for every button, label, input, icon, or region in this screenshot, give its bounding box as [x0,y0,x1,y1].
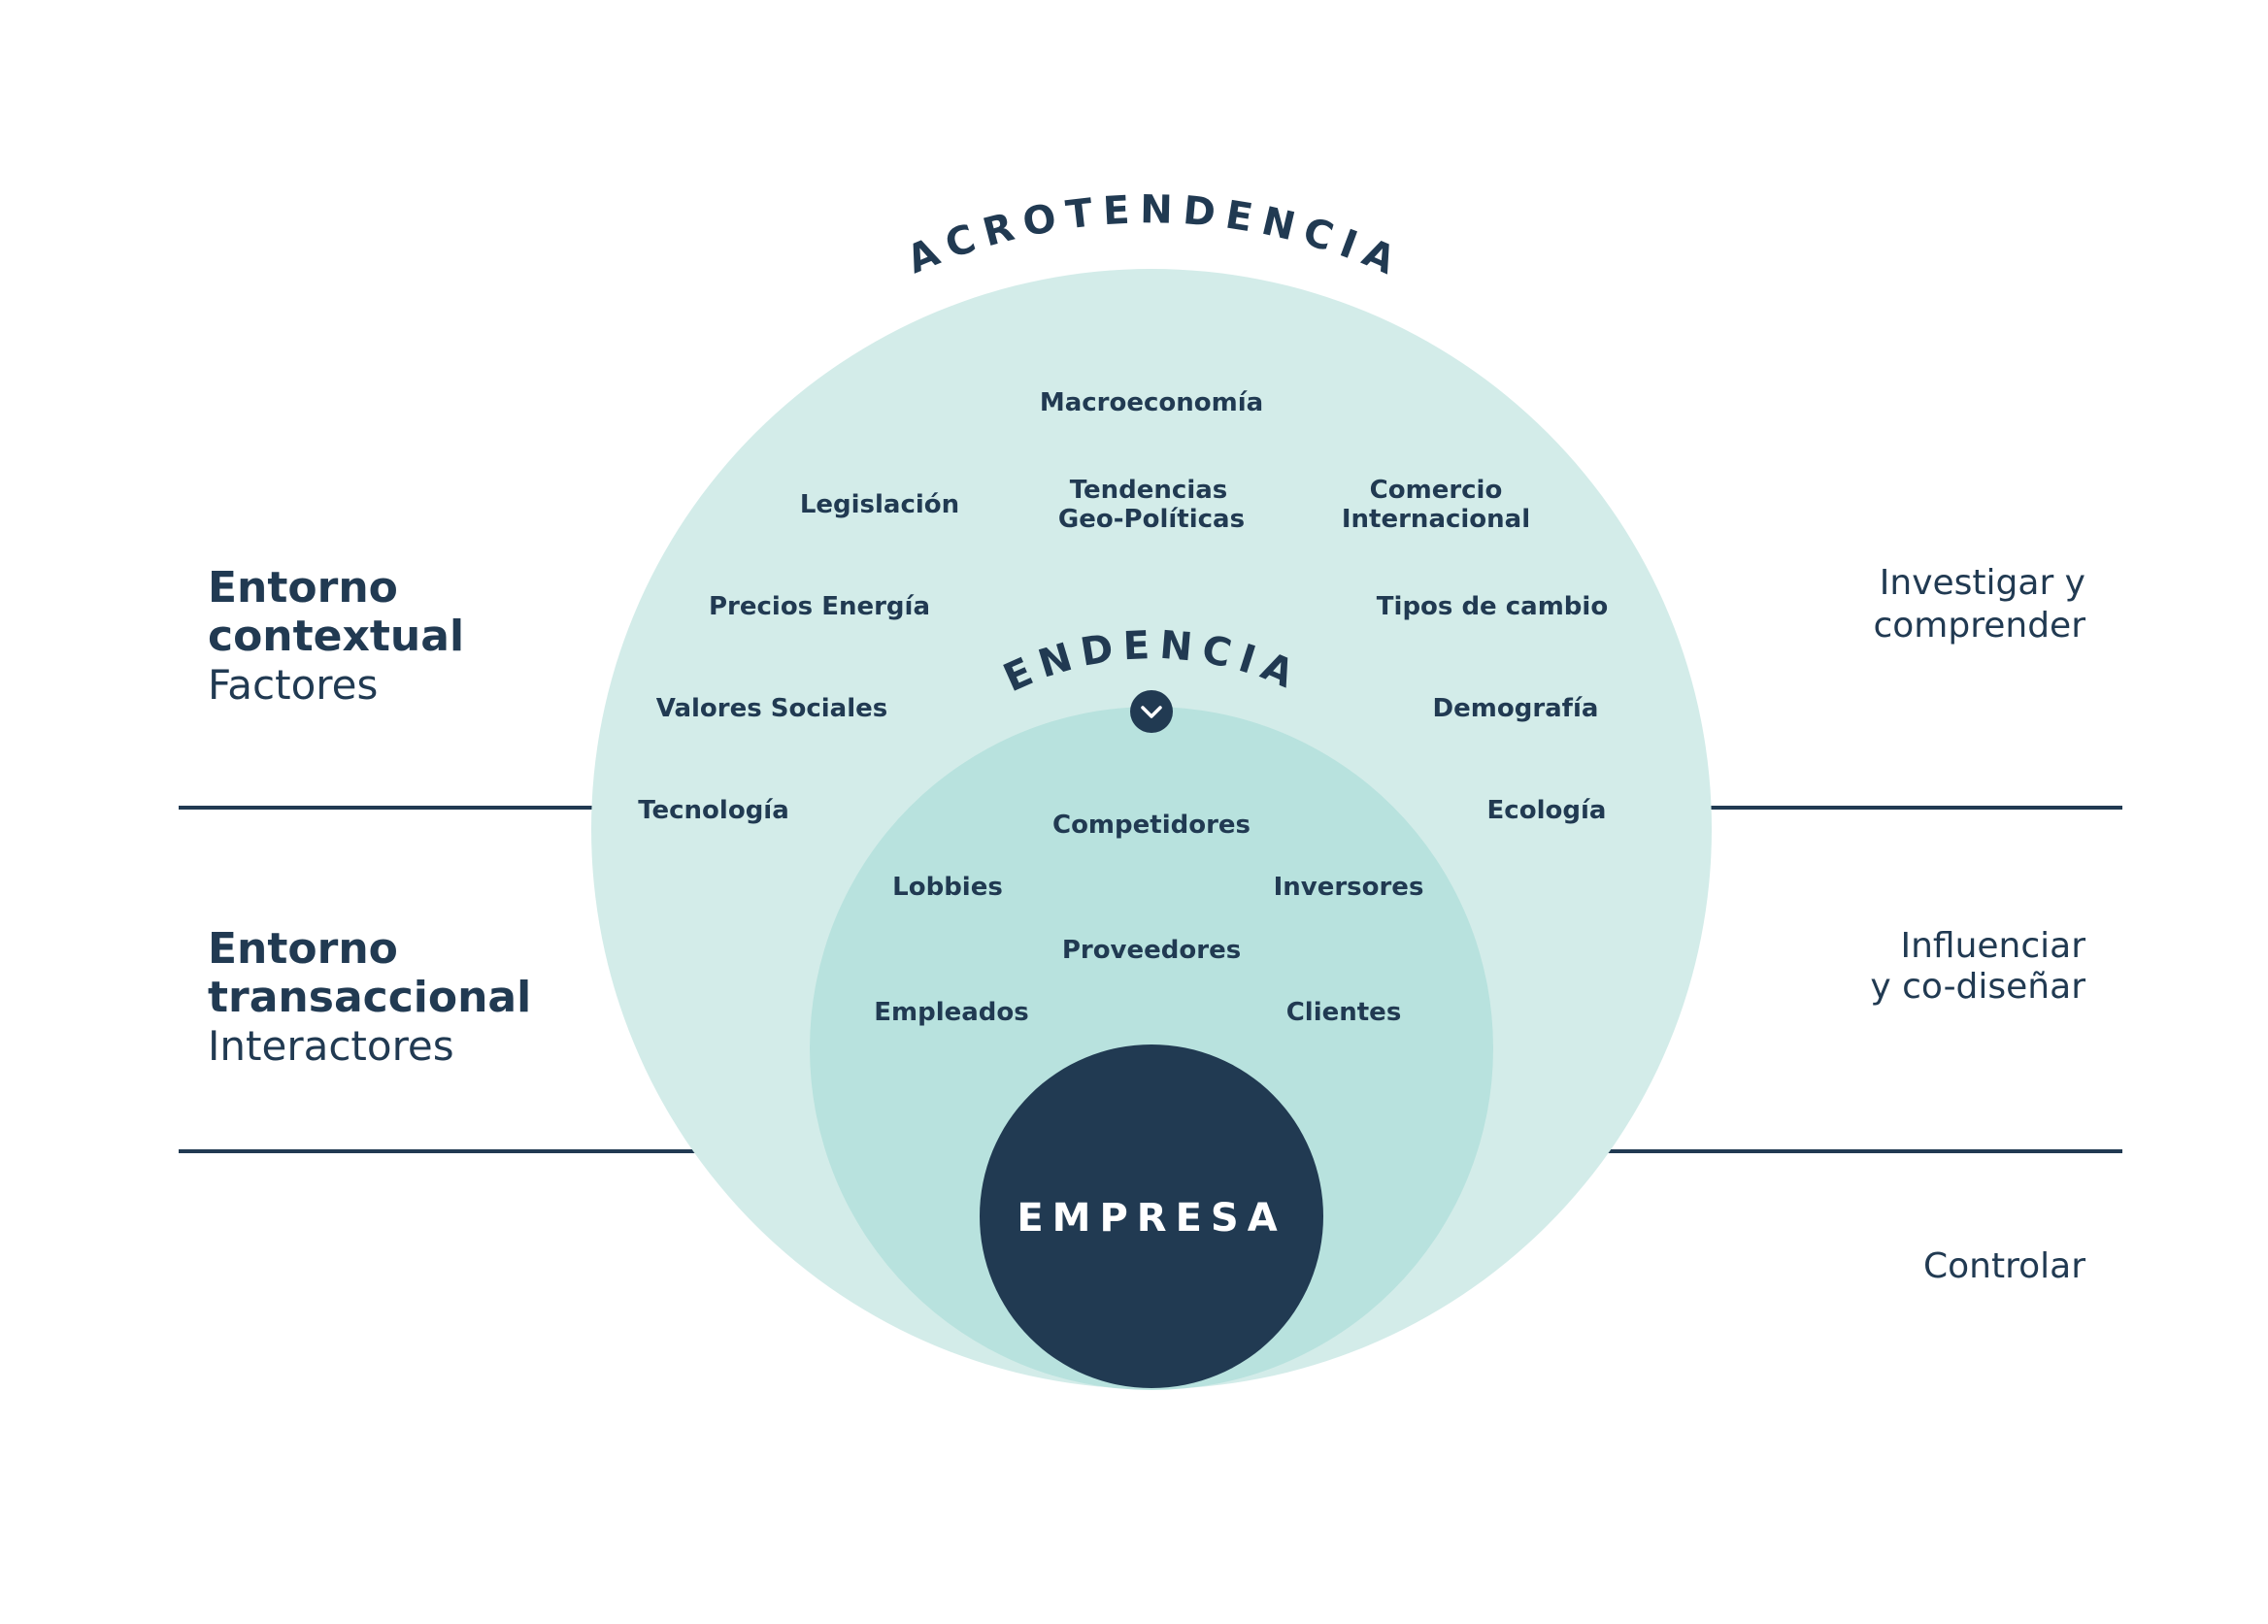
action-investigar-line1: Investigar y [1880,563,2085,603]
factor-competidores: Competidores [1052,811,1251,840]
factor-tecnologia: Tecnología [638,796,789,825]
entorno-contextual-subtitle: Factores [208,661,378,709]
macrotendencias-title: MACROTENDENCIAS [0,0,1411,287]
entorno-transaccional-title-line1: Entorno [208,924,398,974]
factor-precios-energia: Precios Energía [709,592,930,621]
empresa-label: EMPRESA [1017,1196,1285,1241]
entorno-transaccional-subtitle: Interactores [208,1022,454,1070]
entorno-contextual-title-line1: Entorno [208,563,398,613]
factor-comercio-line1: Comercio [1370,476,1503,505]
factor-valores-sociales: Valores Sociales [656,694,887,723]
chevron-down-icon[interactable] [1130,690,1173,733]
action-influenciar-line2: y co-diseñar [1870,967,2085,1007]
factor-inversores: Inversores [1274,873,1424,902]
factor-tipos-de-cambio: Tipos de cambio [1377,592,1608,621]
entorno-transaccional-title-line2: transaccional [208,973,531,1022]
factor-comercio-line2: Internacional [1342,505,1530,534]
factor-tendencias-geo-line1: Tendencias [1070,476,1228,505]
action-controlar: Controlar [1923,1246,2085,1286]
factor-lobbies: Lobbies [892,873,1003,902]
action-influenciar-line1: Influenciar [1900,926,2085,966]
empresa-circle [980,1044,1323,1388]
factor-demografia: Demografía [1433,694,1599,723]
factor-ecologia: Ecología [1487,796,1607,825]
entorno-contextual-title-line2: contextual [208,612,464,661]
factor-clientes: Clientes [1286,998,1402,1027]
factor-macroeconomia: Macroeconomía [1040,388,1263,417]
factor-proveedores: Proveedores [1062,936,1241,965]
action-investigar-line2: comprender [1873,606,2085,646]
factor-tendencias-geo-line2: Geo-Políticas [1058,505,1245,534]
factor-empleados: Empleados [874,998,1029,1027]
factor-legislacion: Legislación [800,490,959,519]
